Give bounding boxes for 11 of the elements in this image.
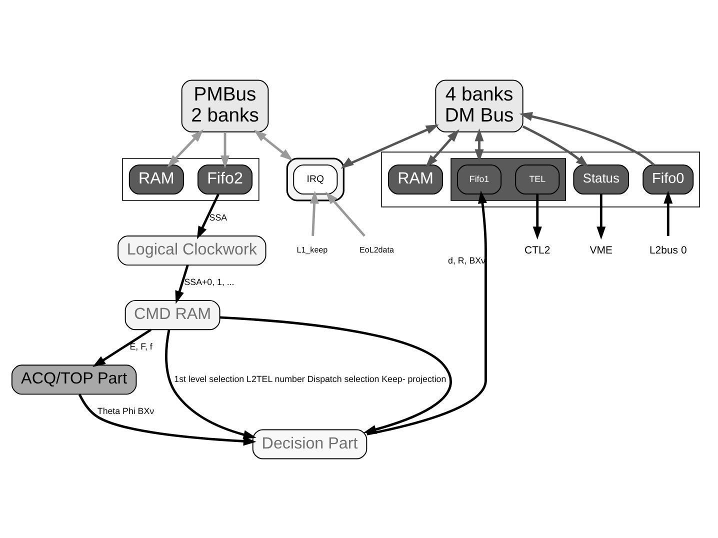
edge-label: Theta Phi BXν [97, 406, 154, 416]
node-text: L1_keep [296, 245, 328, 254]
edge-label: SSA [209, 212, 228, 222]
edge-label: 1st level selection L2TEL number Dispatch selection Keep- projection [174, 373, 446, 384]
edge-label: d, R, BXν [448, 254, 486, 265]
node-text: CTL2 [524, 244, 550, 256]
edge-label: E, F, f [130, 341, 152, 352]
node-text: L2bus 0 [649, 244, 687, 256]
node-text: VME [590, 244, 613, 256]
node-text: EoL2data [359, 245, 394, 254]
edge-label: SSA+0, 1, ... [184, 276, 234, 287]
